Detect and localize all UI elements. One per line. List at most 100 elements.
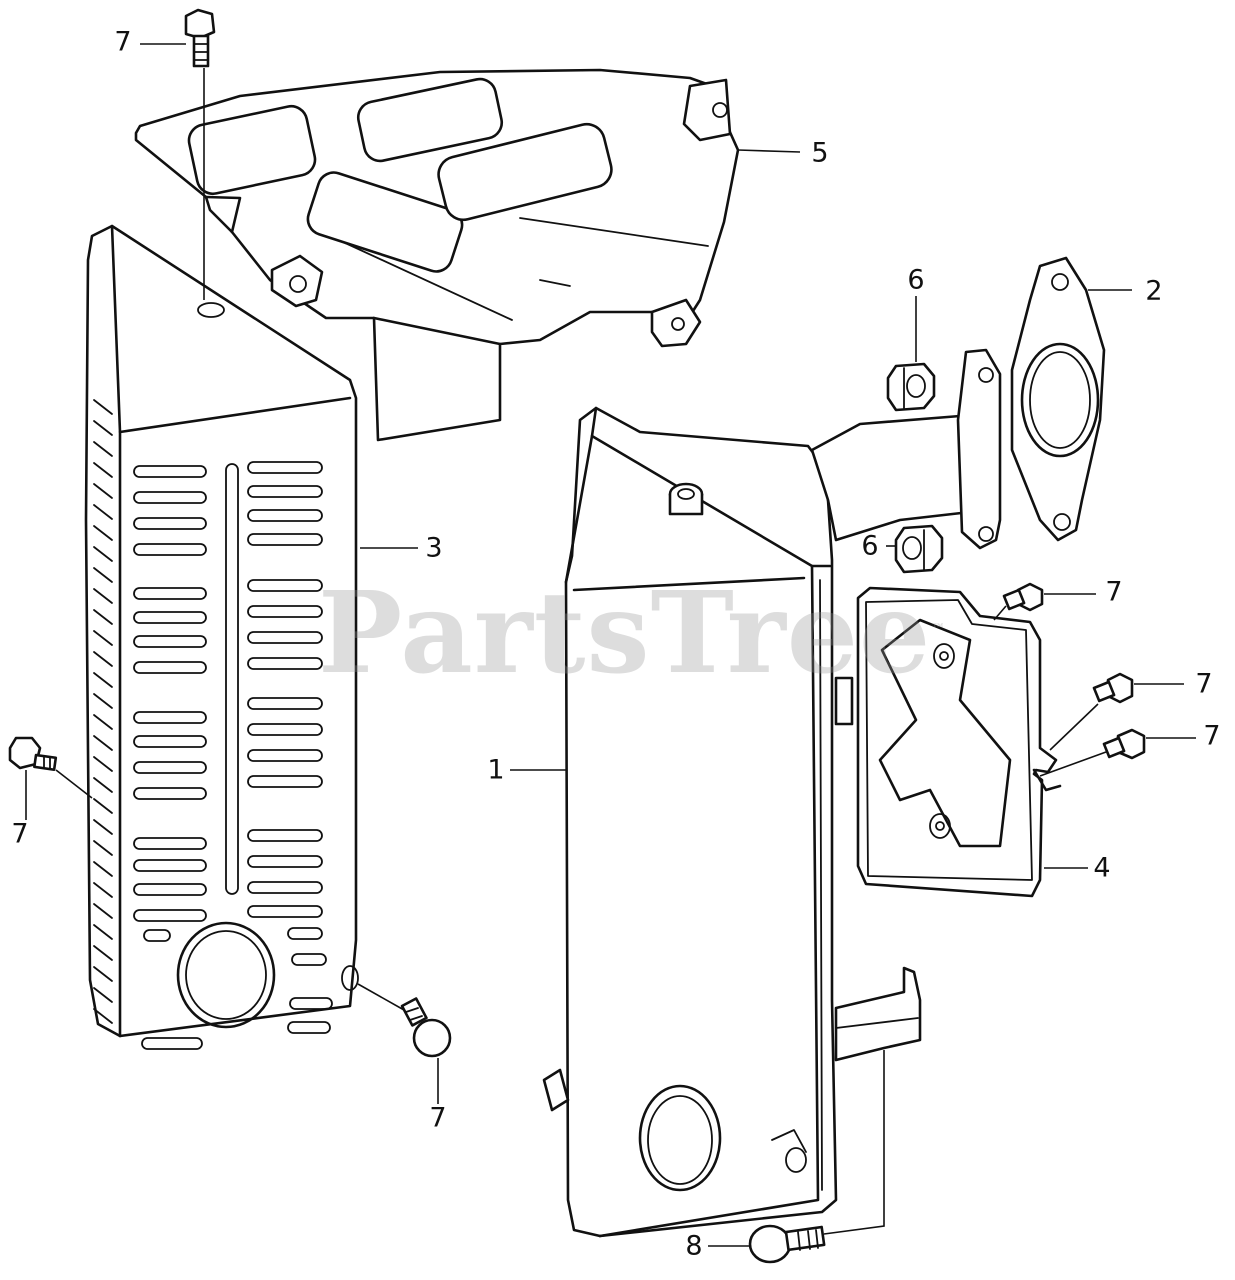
cover-side-slat	[93, 903, 113, 919]
part-3-muffler-cover	[84, 224, 359, 1050]
cover-side-slat	[93, 798, 113, 814]
part-8-bolt	[748, 1224, 826, 1264]
part-7-bolt-bottom	[400, 997, 452, 1058]
cover-vent-slot	[133, 587, 207, 600]
callout-6-top: 6	[907, 264, 925, 296]
part-6-nut-bottom	[894, 524, 944, 574]
cover-side-slat	[93, 504, 113, 520]
cover-side-slat	[93, 672, 113, 688]
cover-side-slat	[93, 630, 113, 646]
cover-vent-slot	[247, 509, 323, 522]
cover-side-slat	[93, 861, 113, 877]
cover-side-slat	[93, 609, 113, 625]
callout-6-mid: 6	[861, 530, 879, 562]
part-6-nut-top	[886, 362, 936, 412]
partstree-watermark: PartsTree™	[318, 568, 946, 699]
cover-vent-slot	[133, 859, 207, 872]
cover-side-slat	[93, 441, 113, 457]
cover-side-slat	[93, 987, 113, 1003]
cover-side-slat	[93, 462, 113, 478]
cover-side-slat	[93, 819, 113, 835]
cover-vent-slot	[247, 579, 323, 592]
callout-5: 5	[811, 137, 829, 169]
cover-vent-slot	[247, 631, 323, 644]
cover-vent-slot	[133, 661, 207, 674]
cover-side-slat	[93, 966, 113, 982]
cover-side-slat	[93, 714, 113, 730]
callout-2: 2	[1145, 275, 1163, 307]
cover-vent-slot	[133, 837, 207, 850]
cover-side-slat	[93, 1008, 113, 1024]
part-1-muffler	[542, 406, 972, 1238]
cover-vent-slot	[287, 1021, 331, 1034]
cover-side-slat	[93, 735, 113, 751]
cover-vent-slot	[133, 543, 207, 556]
watermark-trademark: ™	[931, 621, 947, 638]
cover-vent-slot	[141, 1037, 203, 1050]
cover-side-slat	[93, 567, 113, 583]
cover-vent-slot	[247, 605, 323, 618]
cover-vent-slot	[247, 723, 323, 736]
cover-side-slat	[93, 777, 113, 793]
cover-vent-slot	[247, 697, 323, 710]
cover-vent-slot	[247, 749, 323, 762]
cover-vent-slot	[289, 997, 333, 1010]
cover-vent-slot	[247, 775, 323, 788]
part-7-bolt-top	[184, 8, 216, 68]
cover-vent-slot	[133, 635, 207, 648]
cover-vent-slot	[133, 711, 207, 724]
cover-vent-slot	[291, 953, 327, 966]
cover-vent-slot	[133, 611, 207, 624]
callout-7-bottom: 7	[429, 1102, 447, 1134]
cover-vent-slot	[247, 533, 323, 546]
part-2-gasket	[956, 256, 1106, 550]
cover-vent-slot	[133, 517, 207, 530]
leader-lines	[25, 43, 1196, 1247]
cover-vent-slot	[247, 461, 323, 474]
callout-3: 3	[425, 532, 443, 564]
cover-side-slat	[93, 546, 113, 562]
watermark-text: PartsTree	[318, 568, 932, 699]
cover-side-slat	[93, 483, 113, 499]
cover-vent-slot	[133, 465, 207, 478]
part-7-bolt-right-3	[1102, 728, 1146, 760]
cover-side-slat	[93, 525, 113, 541]
callout-1: 1	[487, 754, 505, 786]
cover-side-slat	[93, 756, 113, 772]
cover-side-slat	[93, 651, 113, 667]
cover-vent-slot	[247, 905, 323, 918]
cover-vent-slot	[143, 929, 171, 942]
callout-7-right-1: 7	[1105, 576, 1123, 608]
cover-vent-slot	[133, 735, 207, 748]
part-5-top-shield	[134, 68, 740, 442]
cover-side-slat	[93, 693, 113, 709]
cover-vent-slot	[247, 829, 323, 842]
cover-vent-slot	[133, 883, 207, 896]
cover-vent-slot	[133, 491, 207, 504]
cover-vent-slot	[247, 657, 323, 670]
cover-vent-slot	[247, 485, 323, 498]
cover-vent-slot	[133, 787, 207, 800]
part-7-bolt-right-2	[1092, 672, 1134, 704]
cover-vent-slot	[133, 909, 207, 922]
cover-side-slat	[93, 588, 113, 604]
cover-side-slat	[93, 945, 113, 961]
callout-4: 4	[1093, 852, 1111, 884]
cover-vent-slot	[247, 881, 323, 894]
cover-side-slat	[93, 840, 113, 856]
cover-vent-slot	[247, 855, 323, 868]
callout-7-top: 7	[114, 26, 132, 58]
cover-side-slat	[93, 420, 113, 436]
callout-7-right-2: 7	[1195, 668, 1213, 700]
part-7-bolt-left	[8, 736, 58, 771]
callout-7-right-3: 7	[1203, 720, 1221, 752]
part-4-side-plate	[856, 586, 1062, 898]
part-7-bolt-right-1	[1002, 582, 1044, 612]
cover-side-slat	[93, 924, 113, 940]
cover-vent-slot	[133, 761, 207, 774]
callout-8: 8	[685, 1230, 703, 1262]
cover-vent-slot	[287, 927, 323, 940]
cover-side-slat	[93, 882, 113, 898]
